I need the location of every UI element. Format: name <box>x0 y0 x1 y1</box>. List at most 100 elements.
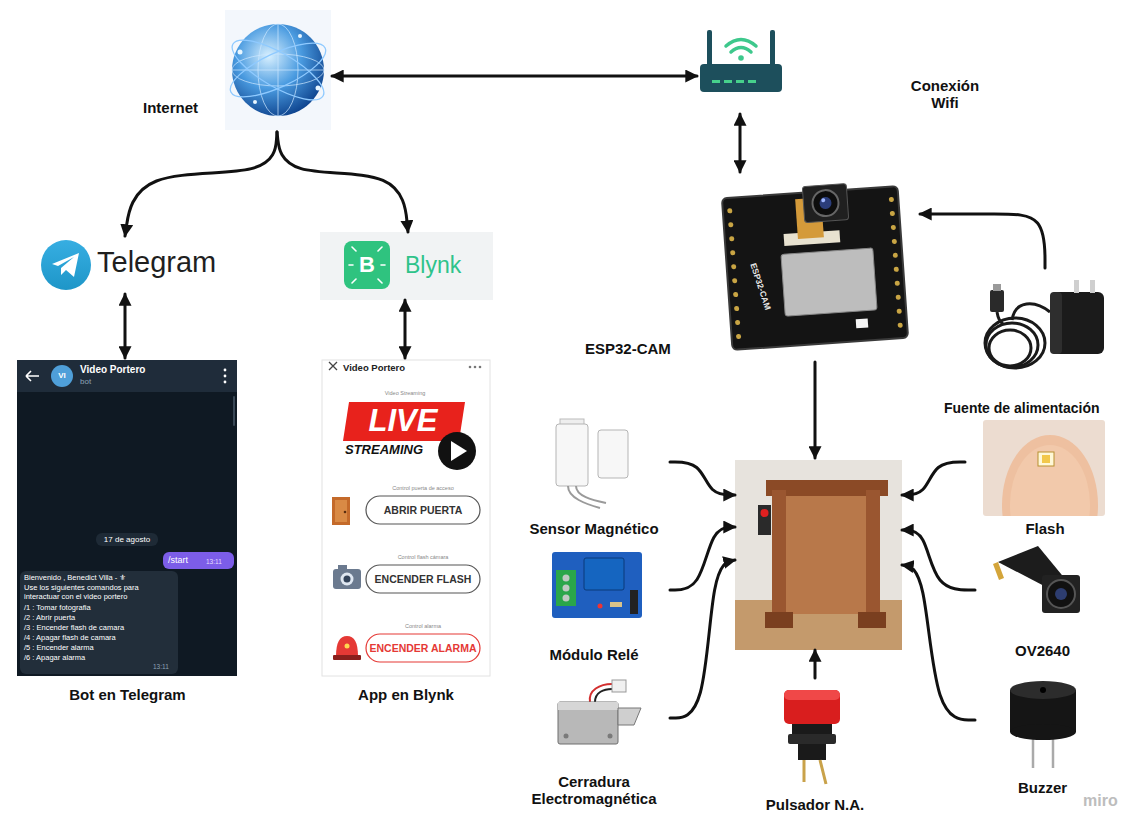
door-model-photo-part <box>761 509 769 517</box>
globe-icon-part <box>253 100 257 104</box>
esp32-cam-illustration-part-part <box>733 292 738 297</box>
globe-icon-part <box>278 24 279 116</box>
door-model-photo-part <box>735 460 902 650</box>
message-text: /start <box>168 555 188 565</box>
electromagnetic-lock-illustration-part <box>595 689 612 702</box>
flash-led-photo-part <box>1042 455 1050 463</box>
power-adapter-illustration-part <box>1074 280 1079 293</box>
door-model-photo-part <box>765 612 793 628</box>
esp32-cam-illustration-part-part <box>729 236 734 241</box>
avatar-initials: VI <box>51 371 73 380</box>
button-label: ENCENDER FLASH <box>366 573 480 585</box>
ov2640-camera: OV2640 <box>975 540 1112 663</box>
router-icon-part <box>736 80 744 83</box>
door-model-photo-part <box>786 496 866 614</box>
blynk-app-screenshot-part <box>335 500 347 522</box>
node-label: Módulo Relé <box>520 646 668 663</box>
esp32-cam-illustration-part-part <box>896 295 901 300</box>
telegram-chat-screenshot-part <box>17 360 237 392</box>
chat-title: Video Portero <box>80 364 145 376</box>
relay-module-illustration <box>552 552 642 618</box>
esp32-cam-illustration-part-part <box>819 197 832 210</box>
router-icon <box>697 22 785 102</box>
ov2640-camera-illustration-part <box>993 562 1004 580</box>
door-model-photo-part <box>858 612 886 628</box>
esp32-cam-illustration-part <box>712 175 917 360</box>
esp32-cam-illustration-part-part <box>730 250 735 255</box>
logo-letter: B <box>355 252 379 277</box>
globe-icon-part <box>316 86 321 91</box>
globe-icon-part <box>224 29 331 110</box>
telegram-bot-screen: VIVideo Porterobot17 de agosto/start13:1… <box>15 358 242 710</box>
command-line: /6 : Apagar alarma <box>24 654 85 663</box>
power-adapter-illustration-part <box>993 284 1001 291</box>
relay-module-illustration-part <box>630 590 638 614</box>
node-label: Cerradura Electromagnética <box>520 773 668 808</box>
blynk-app-screenshot-part <box>338 565 347 570</box>
blynk-app-screenshot-part <box>322 360 490 676</box>
telegram-logo: Telegram <box>36 236 232 294</box>
push-button-illustration-part <box>784 690 840 700</box>
command-line: /2 : Abrir puerta <box>24 614 75 623</box>
push-button-illustration-part <box>792 724 832 734</box>
esp32-cam-illustration-part-part <box>892 239 897 244</box>
internet-globe: Internet <box>140 10 332 132</box>
telegram-icon <box>41 240 91 290</box>
telegram-chat-screenshot-part <box>20 571 178 674</box>
blynk-app-screen: Video PorteroVideo StreamingLIVESTREAMIN… <box>320 358 494 712</box>
magnetic-sensor-illustration-part <box>598 430 628 478</box>
router-icon-part <box>697 22 785 102</box>
push-button: Pulsador N.A. <box>745 678 887 818</box>
node-label: Flash <box>965 520 1125 537</box>
router-icon-part <box>707 30 712 66</box>
blynk-app-screenshot-part <box>366 565 480 593</box>
node-label: Conexión Wifi <box>903 77 987 112</box>
connector-arrow <box>277 132 408 232</box>
connector-arrow <box>739 114 742 172</box>
connector-arrow <box>902 462 965 495</box>
esp32-cam-illustration-part-part <box>731 264 736 269</box>
blynk-app-screenshot-part <box>474 366 477 369</box>
telegram-chat-screenshot <box>17 360 237 676</box>
button-label: ENCENDER ALARMA <box>366 642 480 654</box>
connector-arrow <box>332 75 697 78</box>
message-text: Bienvenido , Benedict Villa - ⚜ <box>24 574 176 583</box>
relay-module-illustration-part <box>552 552 642 618</box>
flash-led-photo <box>983 420 1105 575</box>
esp32-cam-illustration-part-part <box>821 198 825 202</box>
push-button-illustration-part <box>788 734 836 744</box>
node-label: Pulsador N.A. <box>745 796 885 813</box>
blynk-app-screenshot <box>322 360 490 676</box>
relay-module-illustration-part <box>563 595 570 602</box>
esp32-cam-illustration-part-part <box>894 267 899 272</box>
esp32-cam-illustration-part-part <box>735 320 740 325</box>
door-model <box>735 458 902 650</box>
telegram-chat-screenshot-part <box>163 552 234 569</box>
magnetic-sensor-illustration-part <box>576 486 606 503</box>
message-text: Use los siguientes comandos para interac… <box>24 584 176 601</box>
telegram-chat-screenshot-part <box>26 371 39 381</box>
blynk-icon <box>320 232 493 300</box>
door-model-photo <box>735 460 902 650</box>
router-icon-part <box>748 80 756 83</box>
wifi-router: Conexión Wifi <box>697 22 990 114</box>
widget-caption: Control alarma <box>366 623 480 629</box>
esp32-cam-illustration-part-part <box>736 334 741 339</box>
electromagnetic-lock-illustration-part <box>590 684 612 702</box>
relay-module-illustration-part <box>563 585 570 592</box>
push-button-illustration-part <box>784 690 840 724</box>
buzzer-illustration-part <box>1040 687 1046 693</box>
esp32-cam-illustration-part-part <box>802 184 848 223</box>
live-badge: LIVE <box>350 403 456 439</box>
esp32-cam-illustration-part-part <box>895 281 900 286</box>
connector-arrow <box>902 565 975 720</box>
connector-arrow <box>920 214 1045 268</box>
watermark: miro <box>1083 792 1118 810</box>
relay-module-illustration-part <box>598 604 603 609</box>
esp32-cam-illustration-part-part <box>722 186 908 350</box>
connector-arrow <box>670 527 735 590</box>
electromagnetic-lock-illustration-part <box>558 702 618 710</box>
magnetic-sensor-illustration <box>556 419 628 508</box>
board-print: ESP32-CAM <box>748 262 772 311</box>
globe-icon-part <box>225 10 331 130</box>
